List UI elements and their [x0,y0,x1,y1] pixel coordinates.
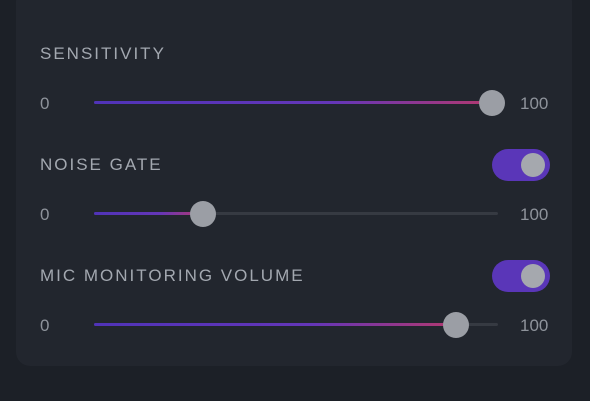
sensitivity-min-label: 0 [40,94,50,113]
noise-gate-label: NOISE GATE [40,155,163,174]
mic-monitoring-volume-min-label: 0 [40,316,50,335]
sensitivity-slider-fill [94,101,492,104]
audio-settings-panel [16,0,572,366]
sensitivity-max-label: 100 [520,94,549,113]
mic-monitoring-toggle-knob [521,264,545,288]
mic-monitoring-toggle[interactable] [492,260,550,292]
noise-gate-slider[interactable] [94,201,498,227]
mic-monitoring-volume-slider-thumb[interactable] [442,312,469,338]
mic-monitoring-volume-slider[interactable] [94,312,498,338]
mic-monitoring-volume-max-label: 100 [520,316,549,335]
sensitivity-slider-thumb[interactable] [478,90,505,116]
noise-gate-slider-fill [94,212,204,215]
sensitivity-label: SENSITIVITY [40,44,166,63]
noise-gate-max-label: 100 [520,205,549,224]
sensitivity-slider[interactable] [94,90,505,116]
noise-gate-min-label: 0 [40,205,50,224]
mic-monitoring-volume-slider-fill [94,323,456,326]
noise-gate-toggle-knob [521,153,545,177]
noise-gate-slider-track [94,212,498,215]
noise-gate-toggle[interactable] [492,149,550,181]
noise-gate-slider-thumb[interactable] [190,201,217,227]
mic-monitoring-volume-label: MIC MONITORING VOLUME [40,266,305,285]
